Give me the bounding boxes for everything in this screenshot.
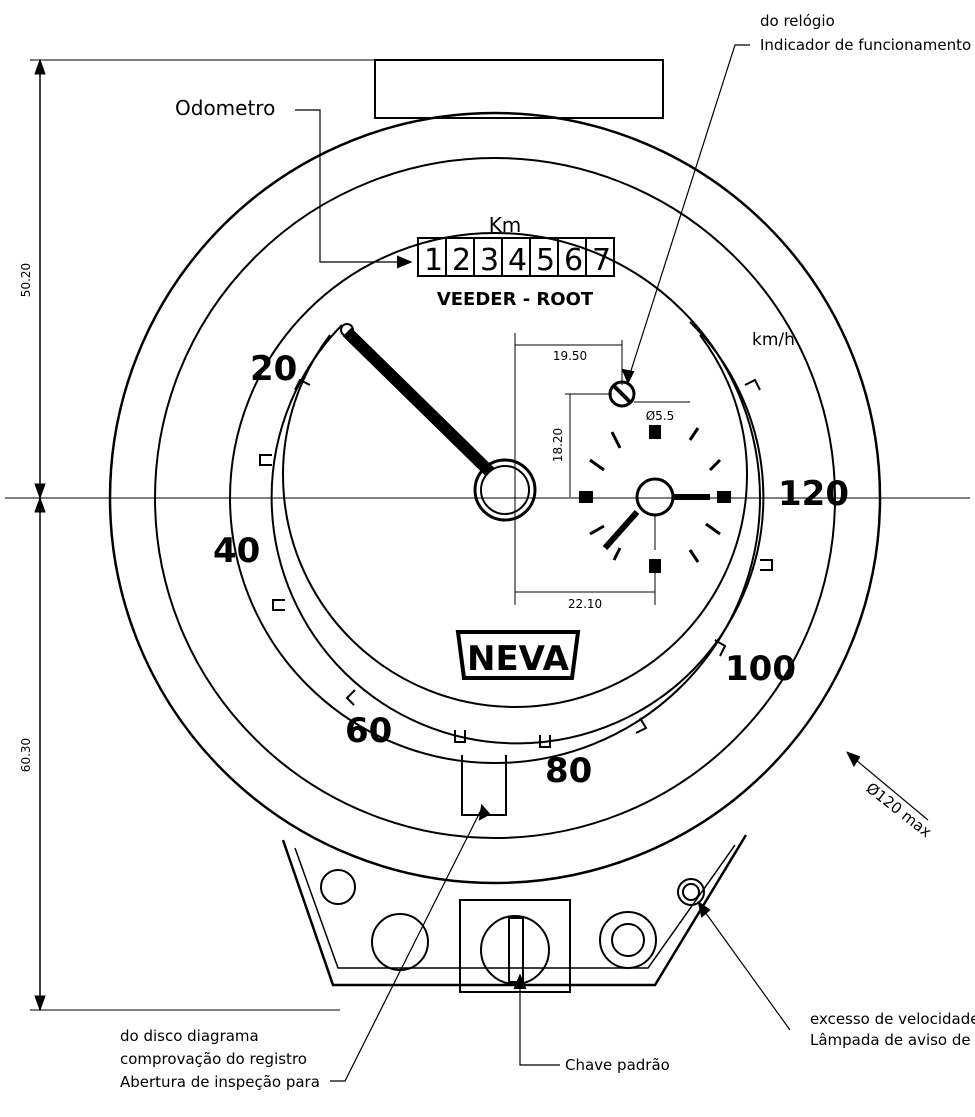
dim-indicator-diameter: Ø5.5 bbox=[646, 409, 675, 423]
diameter-label: Ø120 max bbox=[863, 779, 936, 841]
clock-hour-hand bbox=[602, 510, 640, 550]
inspection-leader bbox=[330, 807, 483, 1082]
drawing-geometry bbox=[5, 44, 970, 1082]
odometer-window bbox=[417, 237, 615, 277]
odometer-digit: 7 bbox=[592, 243, 611, 278]
inspection-label-line3: do disco diagrama bbox=[120, 1027, 259, 1045]
clock-hub bbox=[635, 477, 675, 517]
center-hub-inner bbox=[480, 465, 530, 515]
key-housing bbox=[459, 899, 571, 993]
scale-20: 20 bbox=[250, 349, 297, 389]
key-leader bbox=[519, 978, 560, 1066]
neva-badge bbox=[455, 630, 581, 680]
right-hole bbox=[599, 911, 657, 969]
mounting-tab bbox=[374, 59, 664, 119]
odometer-leader bbox=[295, 109, 410, 263]
center-hub bbox=[473, 458, 537, 522]
inspection-label-line2: comprovação do registro bbox=[120, 1050, 307, 1068]
inspection-slot bbox=[461, 755, 507, 816]
odometer-digit: 2 bbox=[452, 243, 471, 278]
lamp-leader bbox=[699, 904, 791, 1031]
key-slot bbox=[508, 917, 524, 983]
odometer-digit: 4 bbox=[508, 243, 527, 278]
dim-lower: 60.30 bbox=[19, 738, 33, 772]
odometer-dividers bbox=[445, 238, 587, 276]
key-lock bbox=[480, 915, 550, 985]
inspection-label-line1: Abertura de inspeção para bbox=[120, 1073, 320, 1091]
lamp-label-line2: excesso de velocidade bbox=[810, 1010, 975, 1028]
km-label: Km bbox=[489, 213, 522, 237]
kmh-label: km/h bbox=[752, 330, 795, 350]
dim-clock-vertical: 18.20 bbox=[551, 428, 565, 462]
speed-scale-arc bbox=[282, 334, 748, 708]
lamp-label-line1: Lâmpada de aviso de bbox=[810, 1031, 971, 1049]
indicator-label-line1: Indicador de funcionamento bbox=[760, 36, 971, 54]
left-small-hole bbox=[320, 869, 356, 905]
speed-needle bbox=[342, 327, 495, 477]
neva-logo: NEVA bbox=[467, 639, 570, 679]
speed-scale-outer-arc bbox=[270, 321, 765, 745]
scale-120: 120 bbox=[778, 474, 849, 514]
scale-40: 40 bbox=[213, 531, 260, 571]
odometer-digit: 1 bbox=[424, 243, 443, 278]
dim-upper: 50.20 bbox=[19, 263, 33, 297]
scale-60: 60 bbox=[345, 711, 392, 751]
clock-markers bbox=[579, 425, 731, 573]
odometer-digit: 3 bbox=[480, 243, 499, 278]
odometer-label: Odometro bbox=[175, 96, 275, 120]
indicator-leader bbox=[627, 44, 750, 381]
brand-label: VEEDER - ROOT bbox=[437, 289, 594, 310]
odometer-digit: 5 bbox=[536, 243, 555, 278]
indicator-label-line2: do relógio bbox=[760, 12, 835, 30]
scale-100: 100 bbox=[725, 649, 796, 689]
needle-tip bbox=[340, 323, 354, 337]
dim-indicator-horizontal: 19.50 bbox=[553, 349, 587, 363]
odometer-digit: 6 bbox=[564, 243, 583, 278]
bottom-housing bbox=[281, 834, 748, 987]
scale-80: 80 bbox=[545, 751, 592, 791]
left-lamp-hole bbox=[371, 913, 429, 971]
warning-lamp bbox=[677, 878, 705, 906]
dim-clock-horizontal: 22.10 bbox=[568, 597, 602, 611]
scale-notches bbox=[259, 378, 773, 748]
diameter-leader bbox=[849, 754, 929, 821]
key-label: Chave padrão bbox=[565, 1056, 670, 1074]
